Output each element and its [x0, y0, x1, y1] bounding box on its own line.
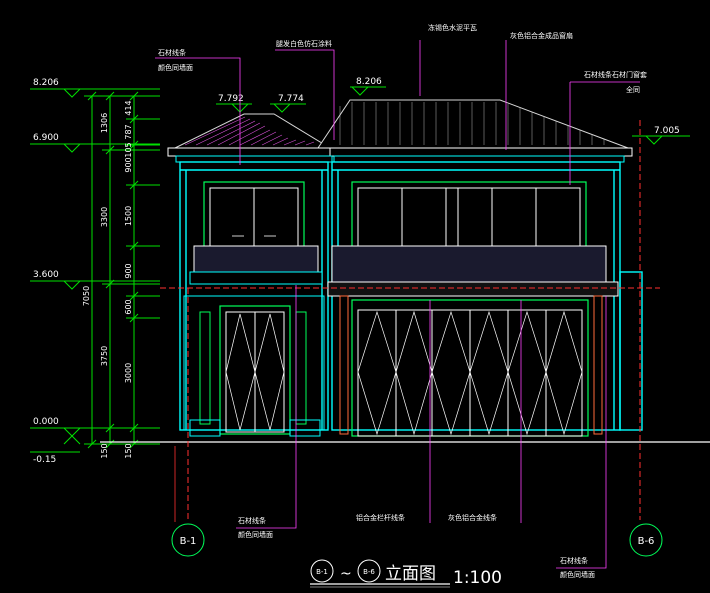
balcony-right [327, 245, 619, 297]
level-7005: 7.005 [654, 126, 680, 136]
dim-150-outer: 150 [100, 443, 109, 458]
dim-3300: 3300 [100, 207, 109, 227]
leader-lines [155, 40, 640, 569]
dimension-ticks [87, 91, 139, 449]
axis-lines [160, 120, 660, 520]
level-7792: 7.792 [218, 94, 244, 104]
dim-1500: 1500 [124, 206, 133, 226]
level-3600: 3.600 [33, 270, 59, 280]
level-8206-roof: 8.206 [356, 77, 382, 87]
dim-787: 787 [124, 124, 133, 139]
drawing-title: B-1 ~ B-6 立面图 1:100 [310, 559, 502, 588]
dim-3750: 3750 [100, 346, 109, 366]
dimension-lines [84, 95, 160, 445]
axis-label-b1: B-1 [180, 536, 197, 547]
axis-label-b6: B-6 [638, 536, 655, 547]
note-stone-lintel: 石材线条石材门窗套 [584, 70, 647, 79]
roof [167, 99, 633, 163]
dim-900-upper: 900 [124, 157, 133, 172]
level-6900: 6.900 [33, 133, 59, 143]
note-roof-tile: 冻锡色水泥平瓦 [428, 23, 477, 32]
title-scale: 1:100 [453, 568, 502, 588]
note-white-stone-coating: 腿发白色仿石涂料 [276, 39, 332, 48]
note-gray-alu: 灰色铝合金线条 [448, 513, 497, 522]
roof-tile-lines [339, 102, 605, 145]
axis-bubble-right: B-6 [629, 523, 663, 557]
note-same: 全同 [626, 85, 640, 94]
roof-tile-hatch [184, 116, 315, 146]
upper-window-right [351, 181, 587, 249]
title-name: 立面图 [385, 564, 436, 584]
level-minus-015: -0.15 [33, 455, 56, 465]
balcony-left [189, 245, 323, 285]
note-stone-trim-bottom: 石材线条 [238, 516, 266, 525]
dim-414: 414 [124, 100, 133, 115]
dim-3000: 3000 [124, 363, 133, 383]
note-stone-trim-right: 石材线条 [560, 556, 588, 565]
level-8206: 8.206 [33, 78, 59, 88]
axis-bubble-left: B-1 [171, 523, 205, 557]
title-axis-from: B-1 [316, 568, 328, 576]
dim-1306: 1306 [100, 113, 109, 133]
dim-900-lower: 900 [124, 263, 133, 278]
note-alu-window: 灰色铝合金成品窗扇 [510, 31, 573, 40]
level-7774: 7.774 [278, 94, 304, 104]
note-stone-trim-top: 石材线条 [158, 48, 186, 57]
roof-level-markers [216, 86, 386, 113]
level-marker-right [632, 135, 690, 145]
note-paint-right: 颜色同墙面 [560, 570, 595, 579]
note-paint-top: 颜色同墙面 [158, 63, 193, 72]
dim-105: 105 [124, 142, 133, 157]
entrance-door-left [183, 295, 325, 437]
upper-window-left [203, 181, 305, 249]
dim-600: 600 [124, 299, 133, 314]
title-tilde: ~ [340, 566, 352, 582]
glass-doors-right [339, 295, 603, 437]
note-paint-bottom: 颜色同墙面 [238, 530, 273, 539]
dim-total-7050: 7050 [82, 286, 91, 306]
title-axis-to: B-6 [363, 568, 375, 576]
level-0000: 0.000 [33, 417, 59, 427]
dim-150-inner: 150 [124, 443, 133, 458]
note-alu-railing: 铝合金栏杆线条 [356, 513, 405, 522]
